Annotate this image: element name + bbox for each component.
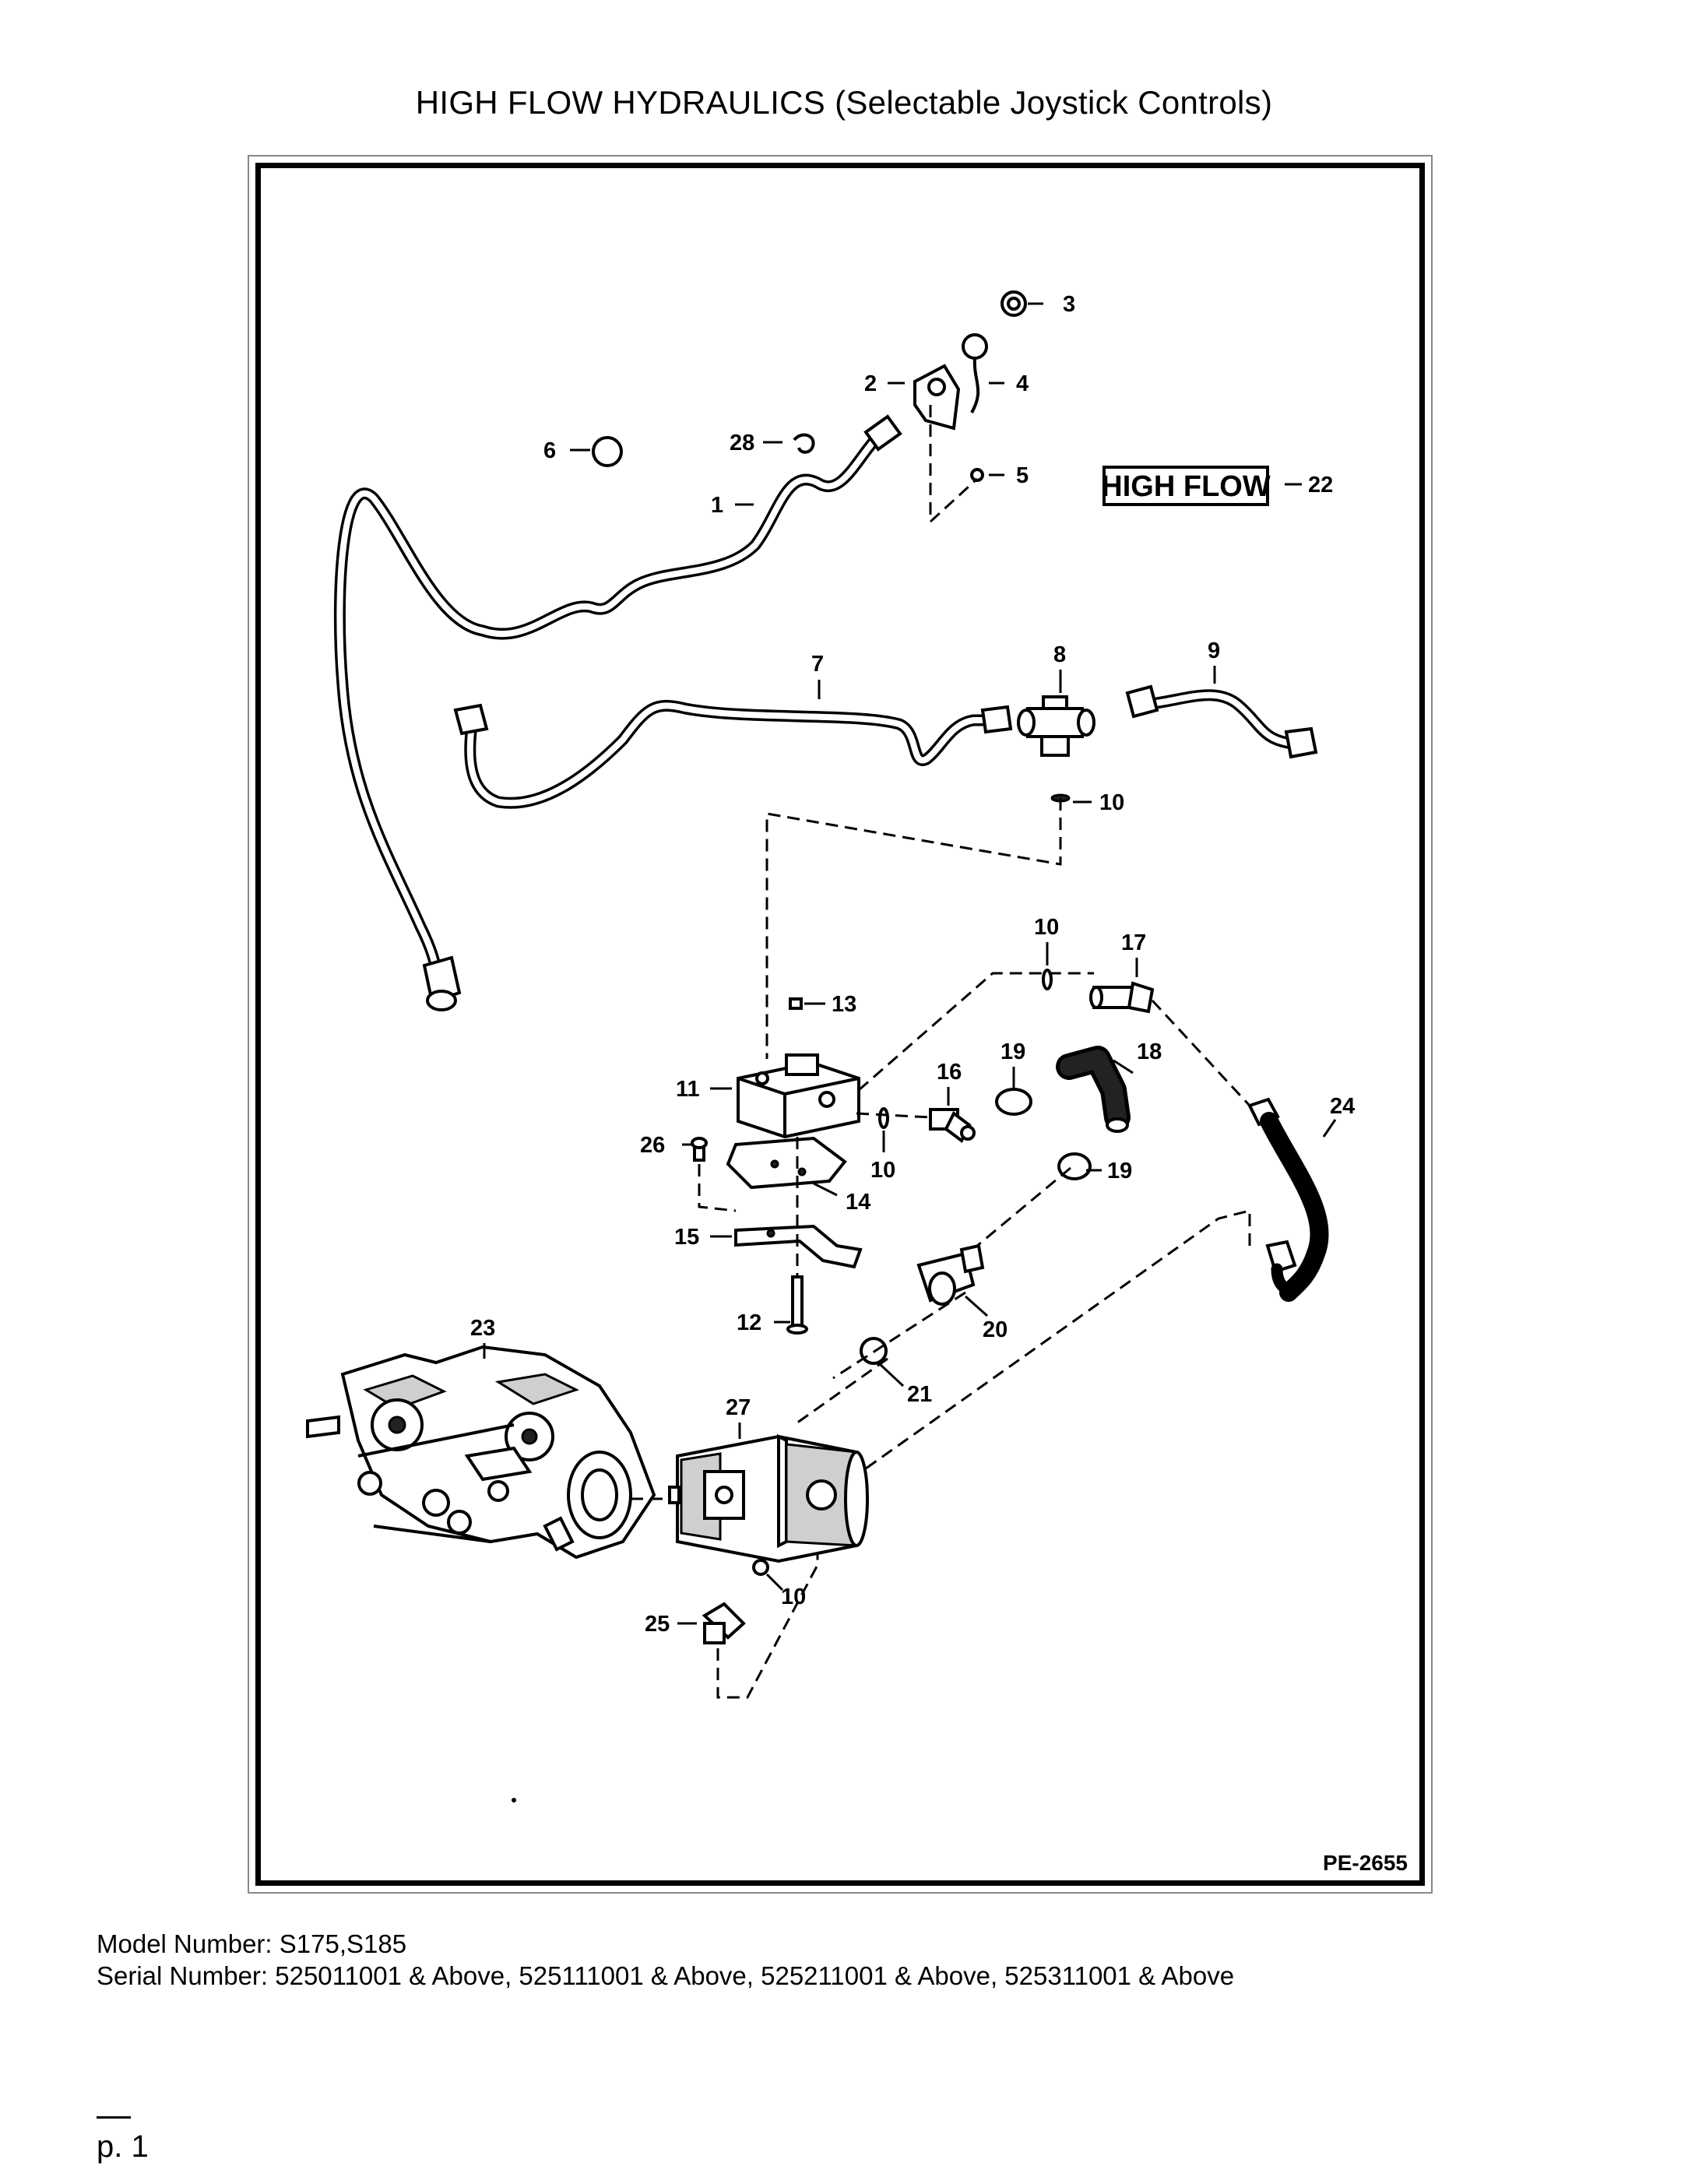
fitting-16 [929, 1108, 976, 1144]
bolt-12 [786, 1275, 808, 1335]
cap-3 [1000, 290, 1027, 317]
gear-pump-27 [668, 1433, 869, 1563]
fitting-17 [1089, 981, 1155, 1014]
high-flow-decal-22: HIGH FLOW [1101, 466, 1271, 506]
screw-13 [789, 997, 803, 1010]
tube-line-9 [1125, 684, 1318, 759]
callout-3: 3 [1063, 292, 1075, 317]
callout-25: 25 [645, 1612, 670, 1637]
o-ring-21 [860, 1337, 888, 1365]
callout-13: 13 [832, 992, 856, 1017]
callout-9: 9 [1208, 638, 1220, 663]
callout-19-lower: 19 [1107, 1159, 1132, 1183]
figure-id: PE-2655 [1323, 1851, 1408, 1875]
plate-14 [726, 1136, 847, 1190]
callout-11: 11 [676, 1077, 700, 1102]
o-ring-10d [752, 1559, 769, 1576]
callout-19-upper: 19 [1000, 1039, 1025, 1064]
callout-24: 24 [1330, 1094, 1355, 1119]
callout-16: 16 [937, 1060, 962, 1085]
callout-6: 6 [543, 438, 556, 463]
callout-18: 18 [1137, 1039, 1162, 1064]
nut-5 [970, 468, 984, 482]
callout-15: 15 [674, 1225, 699, 1250]
bracket-2 [913, 364, 961, 431]
tether-4 [962, 333, 988, 413]
diagram-frame [255, 163, 1425, 1886]
page-marker-line [97, 2116, 131, 2119]
decal-text: HIGH FLOW [1101, 470, 1271, 503]
hose-18 [1056, 1046, 1131, 1133]
hose-clamp-19a [995, 1088, 1032, 1116]
elbow-fitting-25 [702, 1602, 746, 1644]
callout-8: 8 [1053, 642, 1066, 667]
callout-10-lower: 10 [781, 1584, 806, 1609]
leader-lines [483, 302, 1337, 1625]
callout-14: 14 [846, 1190, 870, 1215]
callout-22: 22 [1308, 473, 1333, 498]
pump-assembly-23 [306, 1345, 656, 1560]
callout-10-middle: 10 [870, 1158, 895, 1183]
callout-27: 27 [726, 1395, 751, 1420]
callout-12: 12 [737, 1310, 761, 1335]
callout-23: 23 [470, 1316, 495, 1341]
tube-line-1 [333, 414, 902, 1011]
callout-10-right: 10 [1034, 915, 1059, 940]
callout-numbers: 3 2 4 5 6 28 1 22 7 8 9 10 10 17 13 11 1… [470, 292, 1355, 1637]
callout-10-upper: 10 [1099, 790, 1124, 815]
tube-line-7 [453, 699, 1013, 809]
callout-7: 7 [811, 652, 824, 677]
callout-21: 21 [907, 1382, 932, 1407]
callout-2: 2 [864, 371, 877, 396]
serial-number-line: Serial Number: 525011001 & Above, 525111… [97, 1961, 1235, 1990]
page-title: HIGH FLOW HYDRAULICS (Selectable Joystic… [415, 84, 1273, 121]
callout-20: 20 [983, 1317, 1008, 1342]
stray-dot [512, 1798, 516, 1802]
callout-1: 1 [711, 493, 723, 518]
tee-fitting-8 [1017, 695, 1095, 757]
diagram-frame-outer [248, 155, 1433, 1894]
o-ring-10c [878, 1107, 889, 1129]
callout-28: 28 [730, 431, 754, 455]
bolt-26 [691, 1137, 708, 1162]
callout-17: 17 [1121, 930, 1146, 955]
hose-24 [1247, 1097, 1329, 1302]
elbow-fitting-20 [916, 1243, 985, 1306]
model-number-line: Model Number: S175,S185 [97, 1929, 407, 1958]
bracket-15 [734, 1224, 863, 1269]
callout-26: 26 [640, 1133, 665, 1158]
o-ring-10b [1042, 969, 1053, 990]
callout-5: 5 [1016, 463, 1029, 488]
clip-28 [793, 433, 815, 454]
callout-4: 4 [1016, 371, 1029, 396]
page-number: p. 1 [97, 2129, 149, 2164]
valve-block-11 [737, 1053, 860, 1139]
clamp-6 [592, 436, 623, 467]
